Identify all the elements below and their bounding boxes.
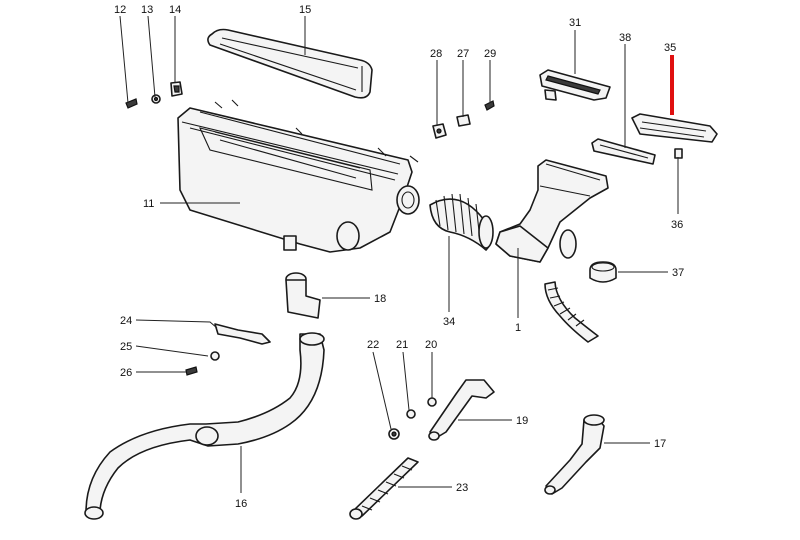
callout-15[interactable]: 15 [299, 4, 311, 16]
part-36-clip[interactable] [674, 148, 683, 159]
part-1-distribution-duct[interactable] [495, 159, 609, 263]
flexible-hose-section [544, 281, 599, 343]
callout-20[interactable]: 20 [425, 339, 437, 351]
part-37-cap[interactable] [589, 261, 617, 283]
callout-23[interactable]: 23 [456, 482, 468, 494]
callout-25[interactable]: 25 [120, 341, 132, 353]
part-20-washer[interactable] [427, 397, 437, 407]
callout-13[interactable]: 13 [141, 4, 153, 16]
highlight-marker [670, 55, 674, 115]
part-28-grommet[interactable] [432, 123, 447, 139]
callout-29[interactable]: 29 [484, 48, 496, 60]
callout-16[interactable]: 16 [235, 498, 247, 510]
callout-19[interactable]: 19 [516, 415, 528, 427]
part-25-nut[interactable] [210, 351, 220, 361]
part-35-duct-trim[interactable] [631, 113, 718, 143]
part-16-heater-duct[interactable] [84, 332, 325, 520]
part-26-screw[interactable] [185, 366, 198, 376]
callout-17[interactable]: 17 [654, 438, 666, 450]
part-15-seal-frame[interactable] [207, 28, 373, 99]
callout-labels: 12 13 14 15 11 28 27 29 31 38 35 36 34 1… [114, 4, 684, 510]
callout-37[interactable]: 37 [672, 267, 684, 279]
part-11-heater-box[interactable] [177, 99, 420, 253]
part-14-clip[interactable] [170, 81, 183, 97]
callout-1[interactable]: 1 [515, 322, 521, 334]
part-12-screw[interactable] [125, 98, 138, 109]
part-13-washer[interactable] [151, 94, 161, 104]
part-34-corrugated-hose[interactable] [429, 193, 494, 251]
part-24-bracket[interactable] [214, 323, 271, 345]
callout-38[interactable]: 38 [619, 32, 631, 44]
callout-26[interactable]: 26 [120, 367, 132, 379]
callout-27[interactable]: 27 [457, 48, 469, 60]
callout-28[interactable]: 28 [430, 48, 442, 60]
callout-31[interactable]: 31 [569, 17, 581, 29]
callout-14[interactable]: 14 [169, 4, 181, 16]
callout-35[interactable]: 35 [664, 42, 676, 54]
callout-12[interactable]: 12 [114, 4, 126, 16]
part-17-elbow-pipe[interactable] [544, 414, 605, 495]
callout-21[interactable]: 21 [396, 339, 408, 351]
callout-34[interactable]: 34 [443, 316, 455, 328]
part-22-grommet[interactable] [388, 428, 400, 440]
callout-11[interactable]: 11 [143, 198, 154, 210]
part-23-flexible-tube[interactable] [349, 457, 419, 520]
callout-36[interactable]: 36 [671, 219, 683, 231]
part-19-angled-duct[interactable] [428, 379, 495, 441]
part-31-vent-grille[interactable] [539, 69, 611, 101]
part-21-ring[interactable] [406, 409, 416, 419]
part-38-vent-insert[interactable] [591, 138, 656, 165]
leader-lines [119, 15, 679, 493]
callout-18[interactable]: 18 [374, 293, 386, 305]
part-27-plug[interactable] [456, 114, 471, 127]
callout-24[interactable]: 24 [120, 315, 132, 327]
callout-22[interactable]: 22 [367, 339, 379, 351]
part-18-elbow-connector[interactable] [285, 272, 321, 319]
